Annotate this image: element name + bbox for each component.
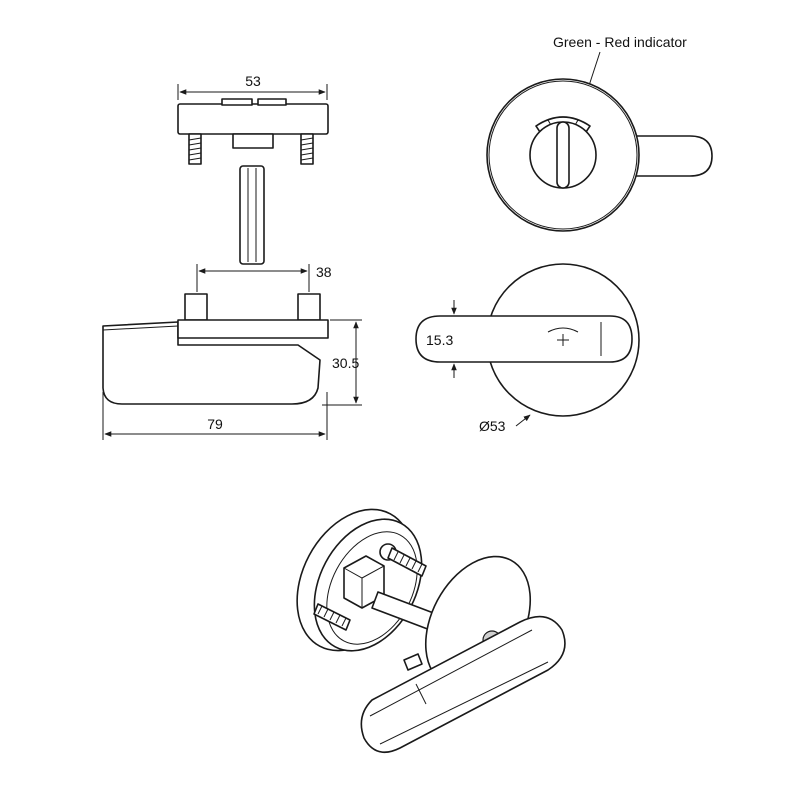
dim-dia-text: Ø53	[479, 418, 506, 434]
side-body	[102, 321, 321, 405]
dim-79-text: 79	[207, 416, 223, 432]
dim-38-text: 38	[316, 264, 332, 280]
side-plate	[177, 319, 329, 339]
indicator-knob-slot	[556, 121, 570, 189]
top-tab-right	[257, 98, 287, 106]
spindle-bar	[239, 165, 265, 265]
top-spindle-block	[232, 133, 274, 149]
indicator-label: Green - Red indicator	[553, 34, 687, 50]
indicator-view: Green - Red indicator	[486, 34, 713, 232]
top-screw-left	[188, 133, 202, 165]
top-tab-left	[221, 98, 253, 106]
dim-53-text: 53	[245, 73, 261, 89]
front-lever	[415, 315, 633, 363]
iso-lever	[360, 615, 566, 754]
top-view: 53	[177, 73, 329, 265]
dim-305-text: 30.5	[332, 355, 359, 371]
iso-screw-upper	[379, 543, 427, 577]
dim-dia-leader	[515, 414, 531, 427]
side-view: 38 30.5 79	[102, 264, 362, 440]
iso-screw-lower	[313, 603, 351, 631]
side-post-left	[184, 293, 208, 321]
top-plate	[177, 103, 329, 135]
iso-pin	[403, 653, 423, 671]
top-screw-right	[300, 133, 314, 165]
front-view: 15.3 Ø53	[415, 263, 640, 434]
isometric-view	[296, 508, 566, 754]
dim-153-text: 15.3	[426, 332, 453, 348]
side-post-right	[297, 293, 321, 321]
